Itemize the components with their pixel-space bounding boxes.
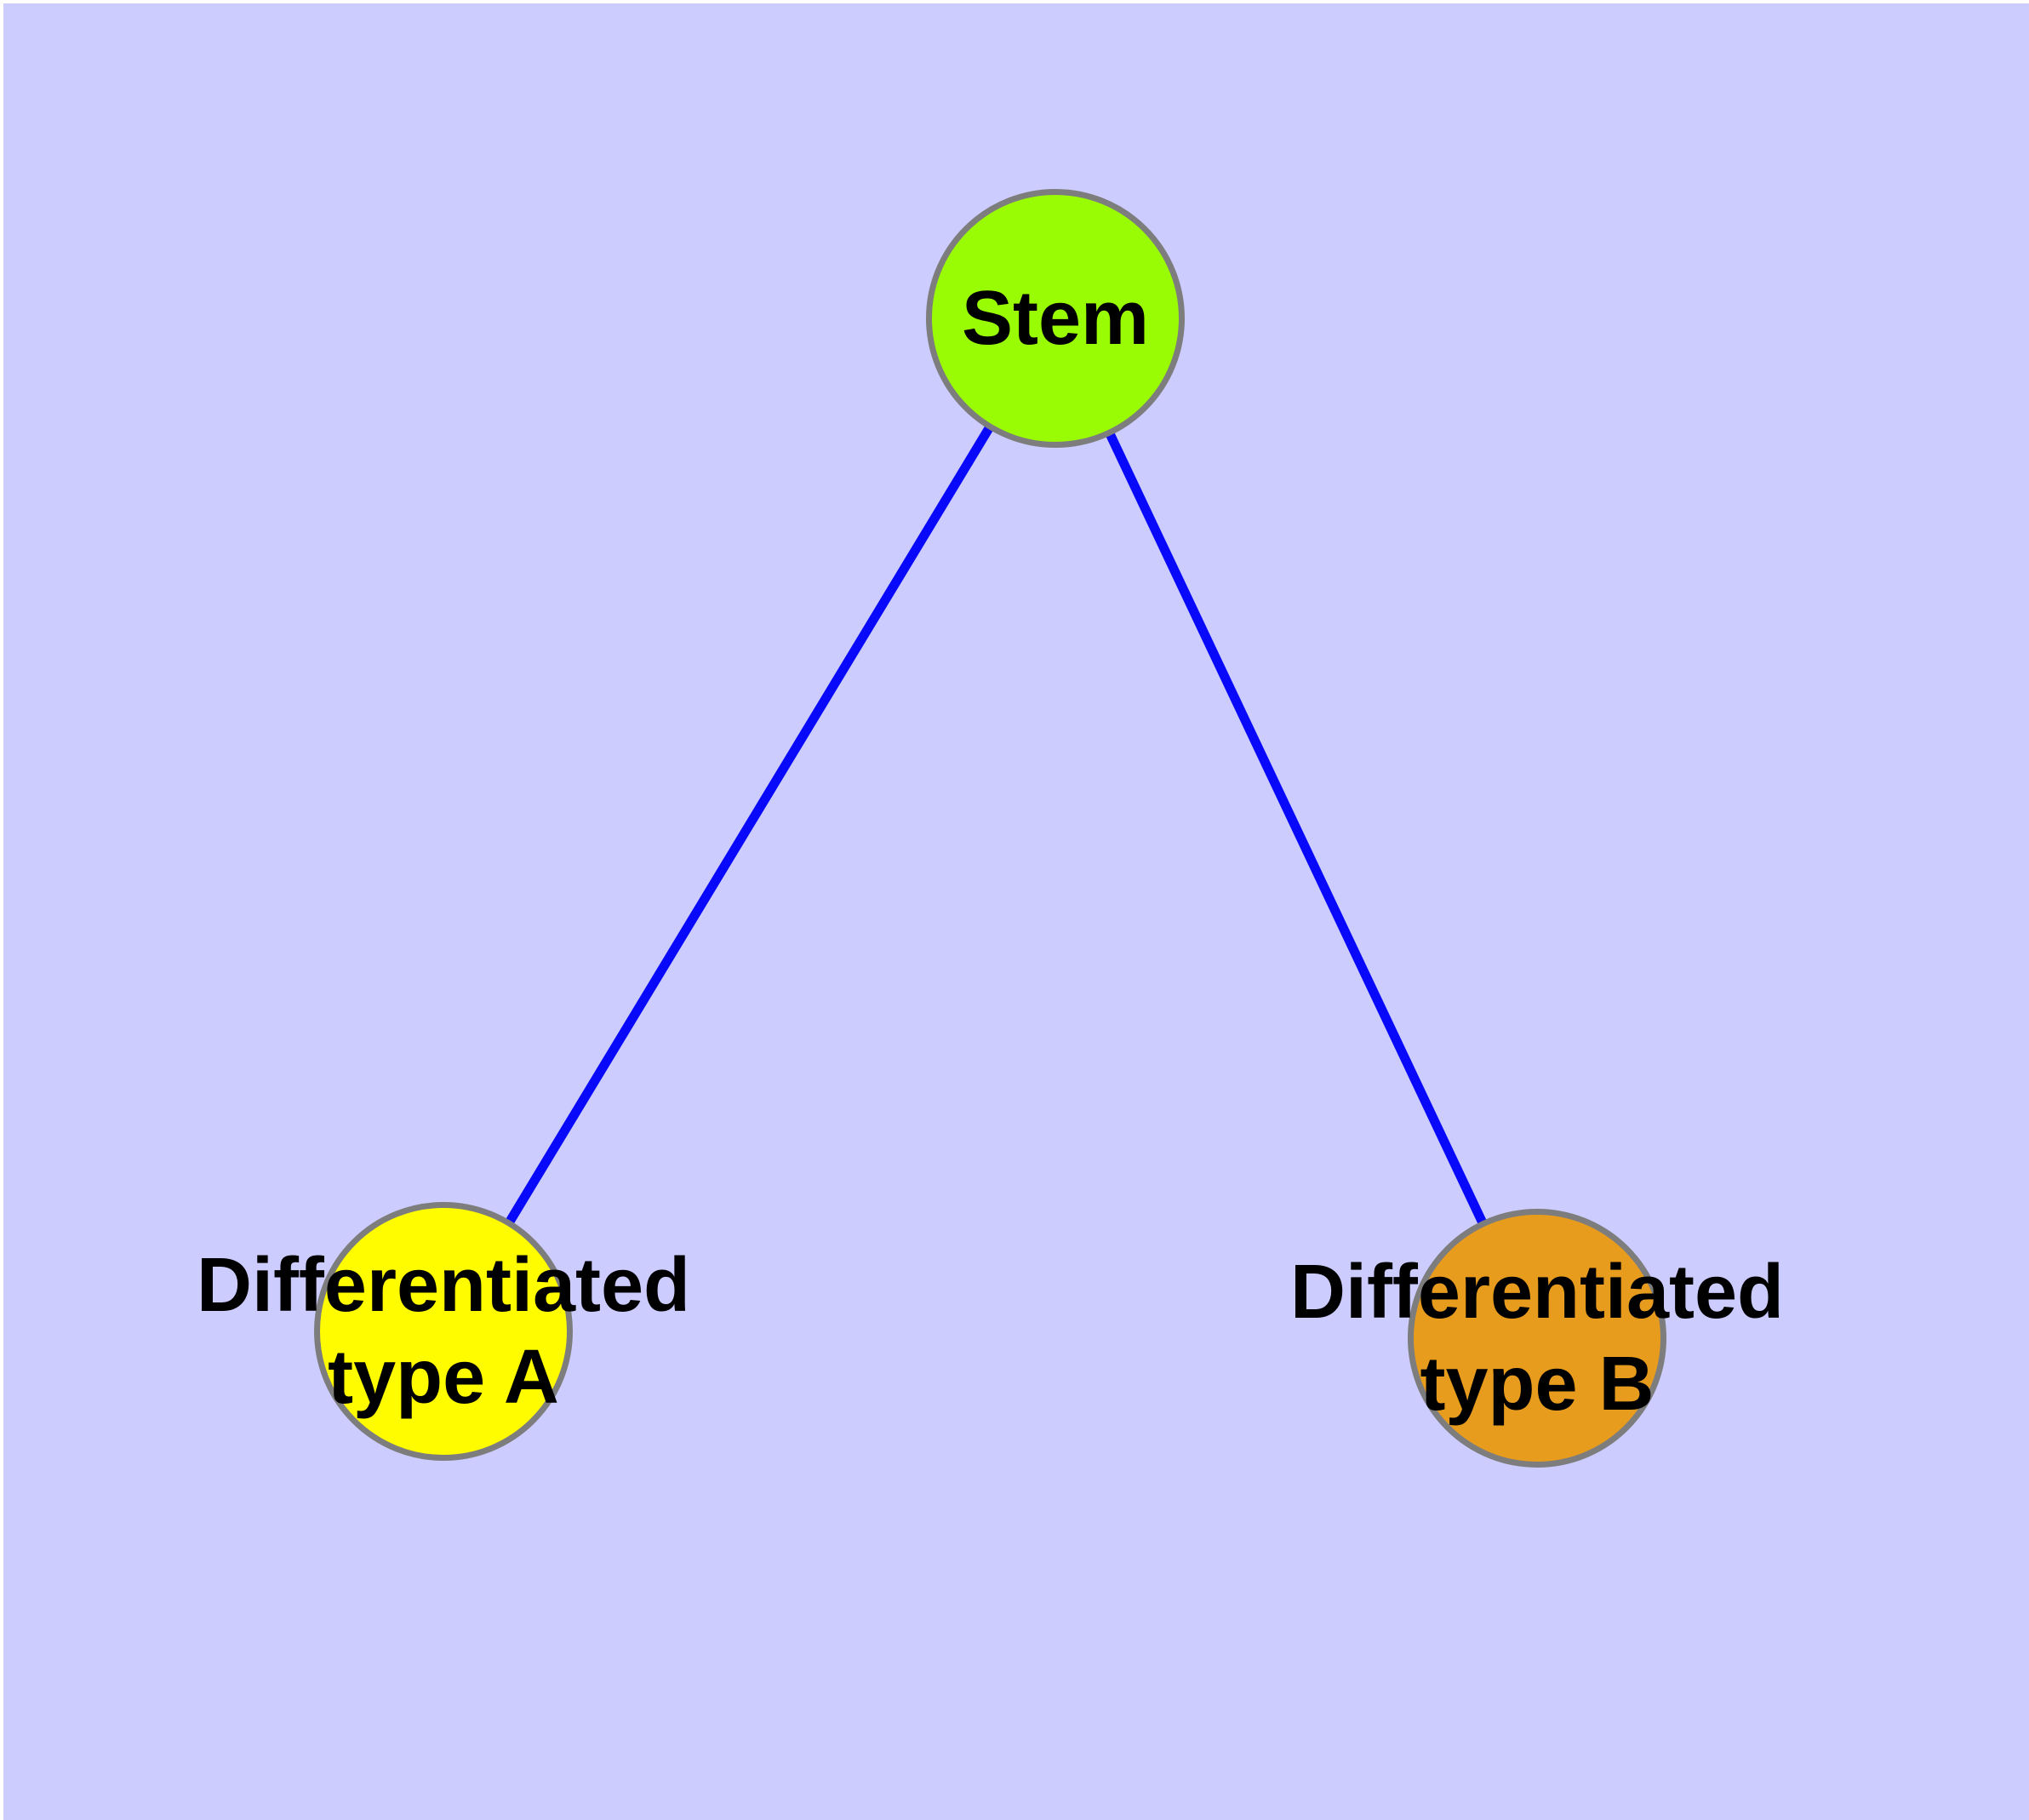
node-type-a-label-line2: type A — [328, 1335, 559, 1420]
node-stem — [926, 189, 1185, 448]
node-type-b-label-line2: type B — [1420, 1342, 1655, 1427]
node-differentiated-type-a — [314, 1202, 573, 1461]
edge-stem-to-type-b — [1051, 316, 1541, 1341]
node-type-a-label: Differentiated type A — [60, 1239, 826, 1423]
diagram-canvas: Stem Differentiated type A Differentiate… — [3, 3, 2029, 1820]
edge-stem-to-type-a — [439, 316, 1060, 1334]
node-stem-label-text: Stem — [961, 276, 1150, 361]
node-type-b-label-line1: Differentiated — [1289, 1250, 1785, 1335]
node-type-a-label-line1: Differentiated — [196, 1243, 691, 1328]
node-differentiated-type-b — [1408, 1209, 1666, 1468]
node-type-b-label: Differentiated type B — [1154, 1246, 1920, 1430]
edges-layer — [439, 316, 1541, 1341]
node-stem-label: Stem — [672, 272, 1438, 364]
